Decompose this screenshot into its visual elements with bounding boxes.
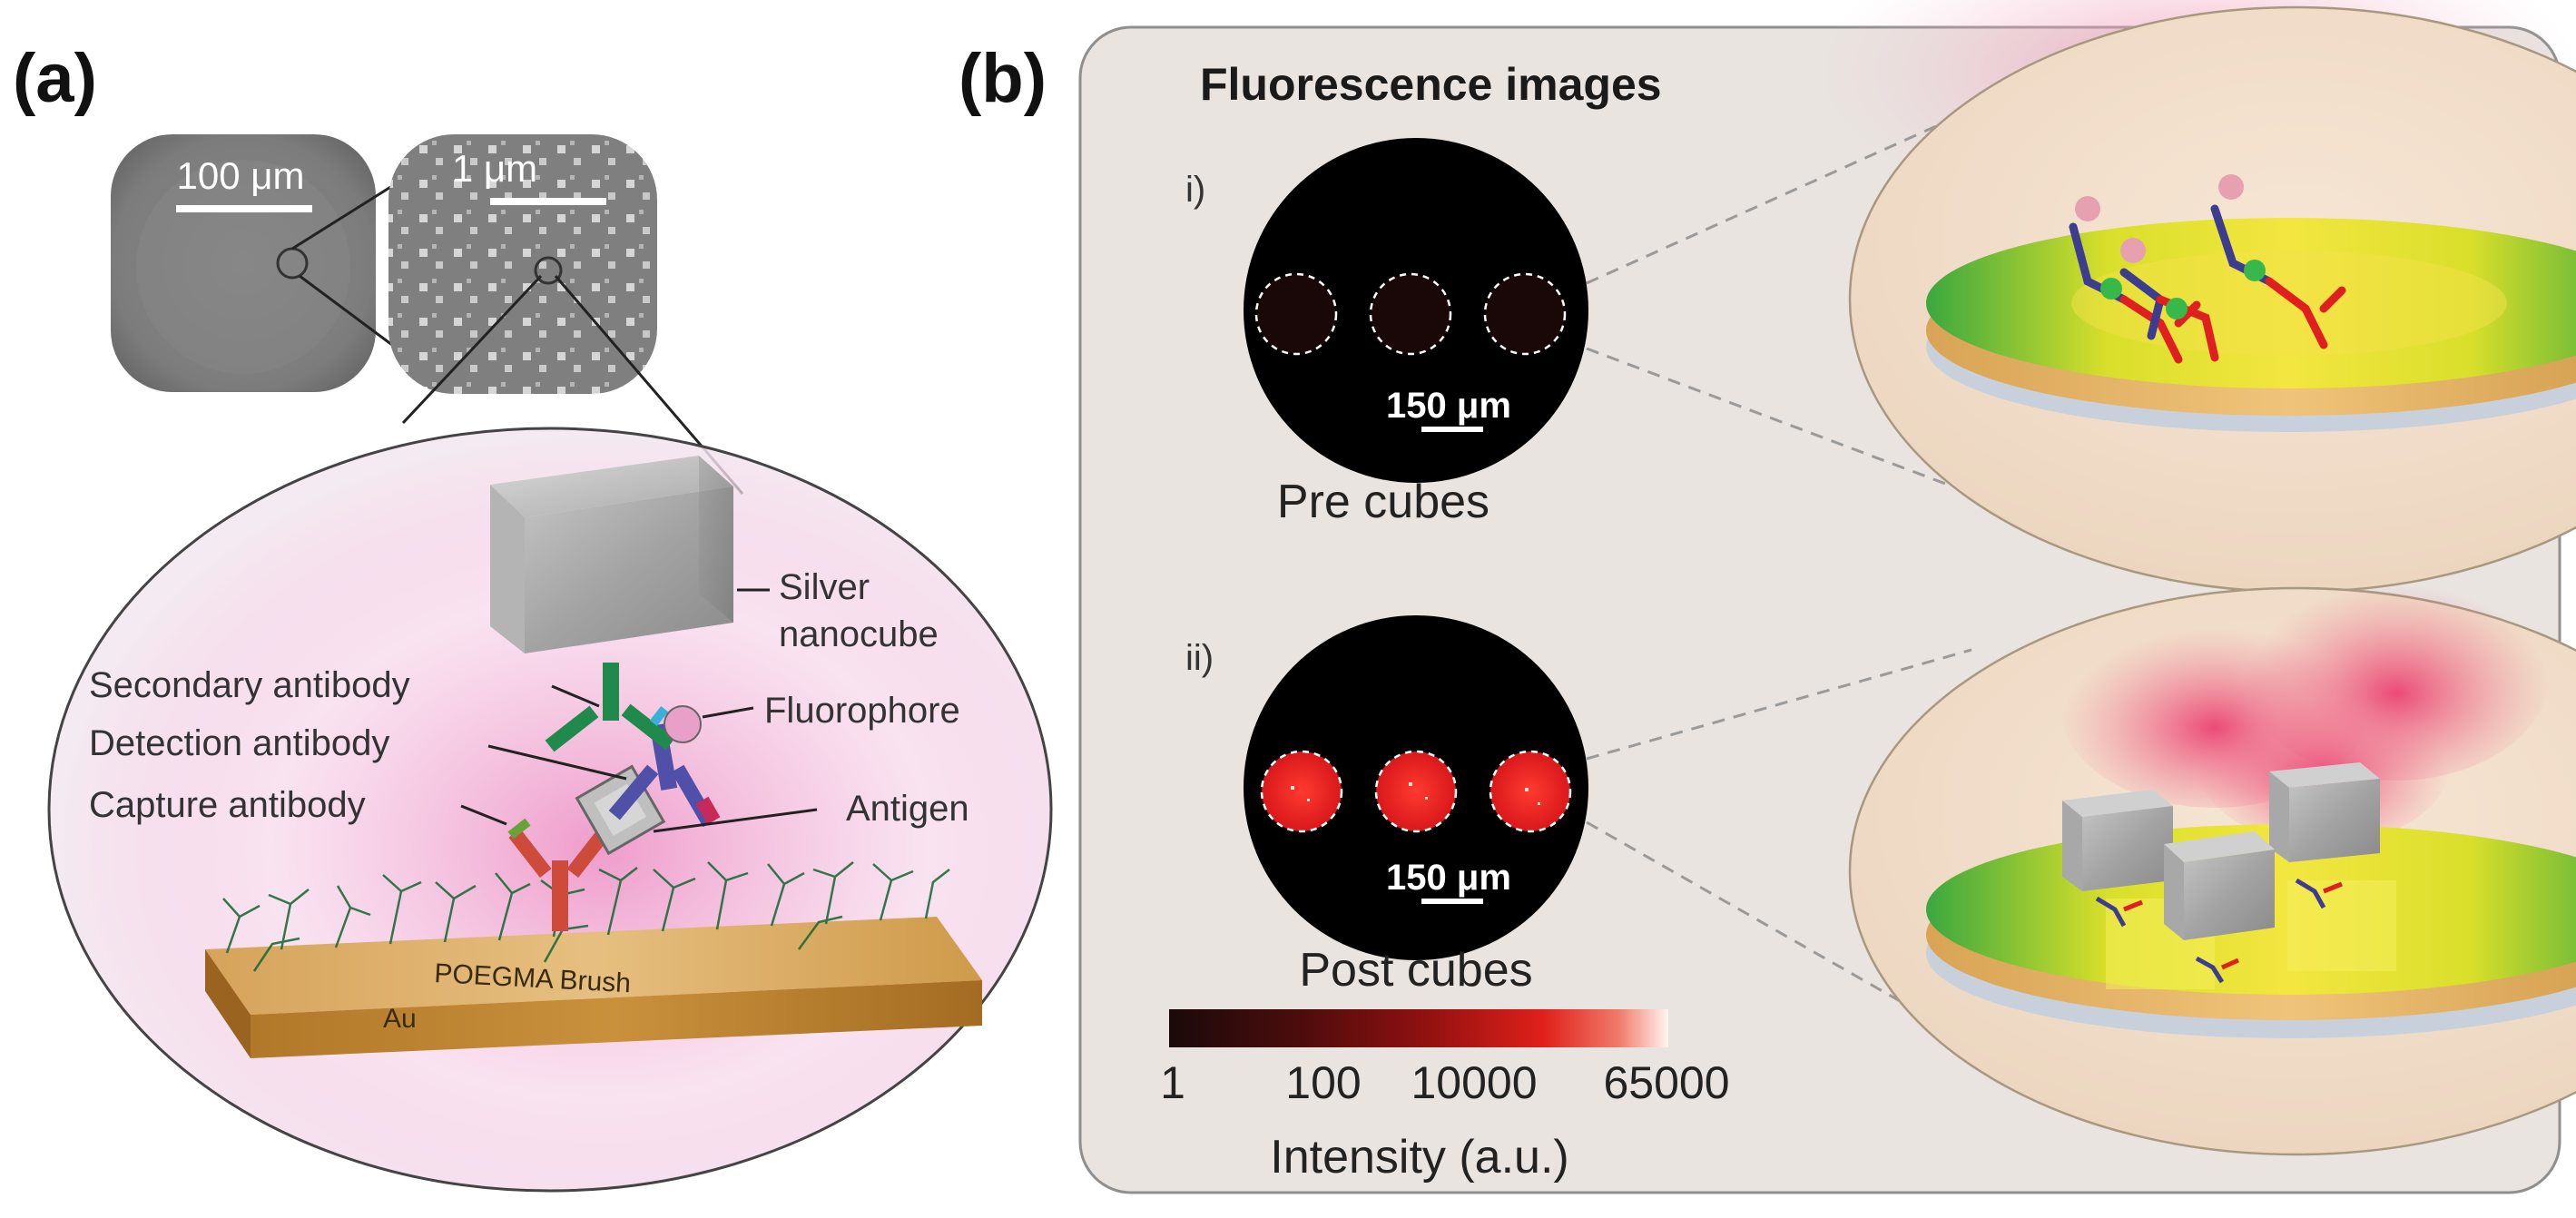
sem-right-scale-bar (490, 198, 606, 205)
leader-secondary (551, 684, 600, 708)
connector-line (1586, 820, 1972, 1044)
label-silver-line2: nanocube (779, 614, 939, 654)
colorbar-label: Intensity (a.u.) (1270, 1131, 1568, 1184)
connector-line (1586, 347, 1963, 492)
colorbar: 1 100 10000 65000 Intensity (a.u.) (1160, 1009, 1730, 1184)
fluorophore (664, 705, 702, 743)
leader-antigen (653, 808, 818, 833)
leader-detection (487, 744, 627, 781)
pre-scale-label: 150 μm (1386, 386, 1511, 426)
polymer-brush (222, 861, 950, 972)
sem-image-low-mag: 100 μm (111, 134, 376, 392)
panel-b-title: Fluorescence images (1200, 59, 1662, 110)
pre-scale-bar (1421, 427, 1483, 432)
zoom-line (299, 274, 393, 347)
sem-left-scale-bar (176, 205, 312, 212)
connector-line (1586, 648, 1972, 761)
colorbar-tick-1: 1 (1160, 1057, 1185, 1108)
post-scale-bar (1421, 899, 1483, 904)
sem-zoom-circle (534, 256, 563, 285)
row1-tag: i) (1185, 170, 1205, 210)
capture-antibody (507, 818, 610, 931)
sem-right-scale-label: 1 μm (452, 147, 537, 190)
label-secondary-antibody: Secondary antibody (89, 665, 410, 705)
zoom-line (401, 274, 543, 425)
leader-fluorophore (702, 706, 754, 719)
au-label: Au (383, 1004, 417, 1034)
gold-substrate: POEGMA Brush Au (205, 917, 982, 1058)
leader-capture (460, 804, 507, 826)
colorbar-tick-4: 65000 (1603, 1057, 1729, 1108)
panel-a-label: (a) (13, 40, 97, 117)
silver-nanocube (490, 456, 733, 653)
fluorescence-image-post: 150 μm (1244, 615, 1588, 960)
colorbar-tick-3: 10000 (1411, 1057, 1537, 1108)
secondary-antibody (545, 663, 675, 752)
label-capture-antibody: Capture antibody (89, 785, 366, 825)
label-detection-antibody: Detection antibody (89, 723, 389, 763)
sem-image-high-mag: 1 μm (388, 134, 657, 394)
sem-left-scale-label: 100 μm (177, 154, 305, 197)
connector-line (1586, 113, 1963, 285)
label-antigen: Antigen (846, 789, 969, 829)
colorbar-tick-2: 100 (1285, 1057, 1361, 1108)
label-silver-line1: Silver (779, 567, 870, 607)
pre-caption: Pre cubes (1277, 476, 1490, 528)
post-caption: Post cubes (1299, 944, 1532, 997)
zoom-line (291, 184, 393, 250)
schematic-post-cubes (1848, 563, 2576, 1156)
post-scale-label: 150 μm (1386, 858, 1511, 898)
panel-b-label: (b) (959, 40, 1047, 117)
colorbar-gradient (1169, 1009, 1668, 1047)
schematic-pre-cubes (1848, 5, 2576, 594)
row2-tag: ii) (1185, 638, 1214, 678)
label-fluorophore: Fluorophore (764, 691, 960, 731)
fluorescence-image-pre: 150 μm (1244, 138, 1588, 483)
